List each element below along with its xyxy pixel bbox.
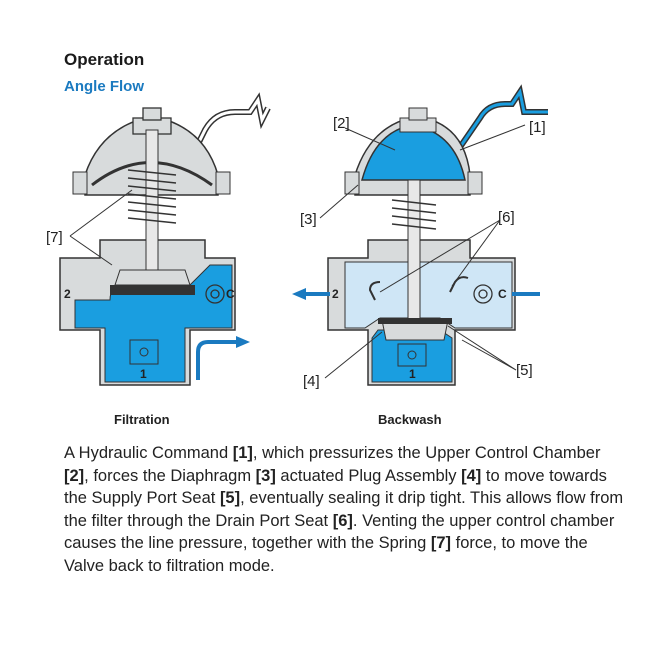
description-callout: [3] [255, 466, 276, 485]
port-c-right: C [498, 287, 507, 301]
caption-filtration: Filtration [114, 412, 170, 427]
description-text: , eventually sealing it drip tight. This… [64, 489, 624, 530]
description-callout: [5] [219, 489, 241, 507]
description-text: , which pressurizes the Upper Control Ch… [252, 444, 601, 462]
callout-diaphragm: [3] [300, 211, 317, 228]
backwash-valve [292, 84, 548, 386]
port-c-left: C [226, 287, 235, 301]
callout-plug-assembly: [4] [303, 373, 320, 390]
description-callout: [2] [64, 466, 85, 485]
operation-description: A Hydraulic Command [1], which pressuriz… [64, 442, 624, 577]
description-text: to move towards the Supply Port Seat [64, 466, 607, 508]
description-callout: [7] [430, 534, 452, 552]
description-text: actuated Plug Assembly [275, 466, 462, 485]
description-text: force, to move the Valve back to filtrat… [64, 534, 588, 575]
callout-drain-seat: [6] [498, 209, 515, 226]
description-callout: [4] [461, 466, 482, 485]
description-text: , forces the Diaphragm [84, 466, 256, 485]
callout-upper-chamber: [2] [333, 115, 350, 132]
description-callout: [1] [232, 444, 253, 462]
port-outlet-right: 2 [332, 287, 339, 301]
description-text: A Hydraulic Command [64, 444, 233, 462]
description-text: . Venting the upper control chamber caus… [64, 511, 615, 553]
page-subtitle: Angle Flow [64, 78, 144, 95]
caption-backwash: Backwash [378, 412, 442, 427]
page-title: Operation [64, 50, 145, 69]
port-inlet-left: 1 [140, 367, 147, 381]
port-inlet-right: 1 [409, 367, 416, 381]
description-callout: [6] [332, 511, 353, 530]
valve-diagram: [7] [2] [1] [3] [6] [4] [5] 2 C 1 2 C 1 [46, 84, 548, 390]
callout-hydraulic-command: [1] [529, 119, 546, 136]
callout-spring: [7] [46, 229, 63, 246]
port-outlet-left: 2 [64, 287, 71, 301]
callout-supply-seat: [5] [516, 362, 533, 379]
filtration-valve [59, 92, 271, 386]
